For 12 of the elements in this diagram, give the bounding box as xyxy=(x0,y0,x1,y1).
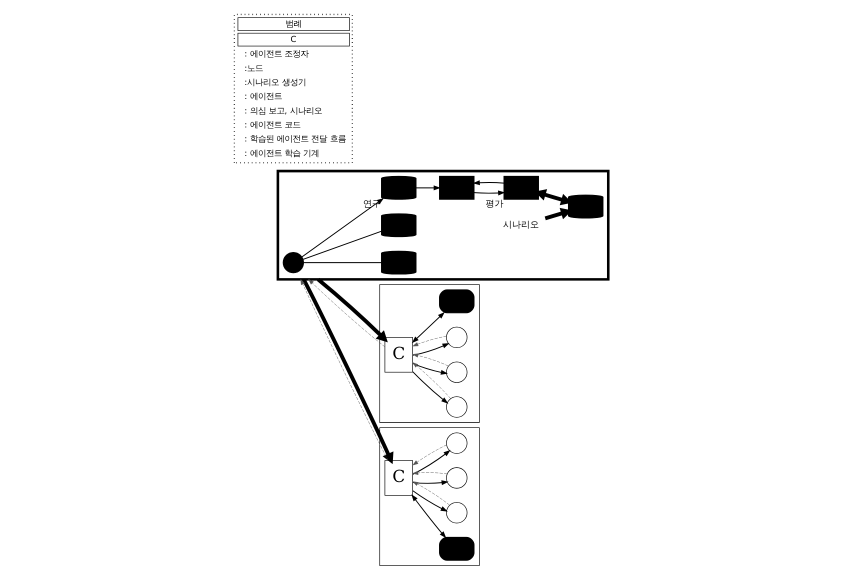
legend-label: : 의심 보고, 시나리오 xyxy=(244,105,322,116)
node-text: 시나리오 xyxy=(502,220,539,231)
legend-label: : 에이전트 학습 기계 xyxy=(244,148,319,158)
legend-label: : 학습된 에이전트 전달 흐름 xyxy=(244,134,346,144)
legend-label: :노드 xyxy=(244,62,263,73)
node-label: 평가 xyxy=(484,200,503,210)
label: C xyxy=(290,34,296,44)
legend-label: : 에이전트 조정자 xyxy=(244,48,308,59)
label: 범례 xyxy=(284,18,301,28)
legend-label: : 에이전트 xyxy=(244,91,282,102)
legend-label: : 에이전트 코드 xyxy=(244,120,300,130)
legend-label: :시나리오 생성기 xyxy=(244,76,306,87)
